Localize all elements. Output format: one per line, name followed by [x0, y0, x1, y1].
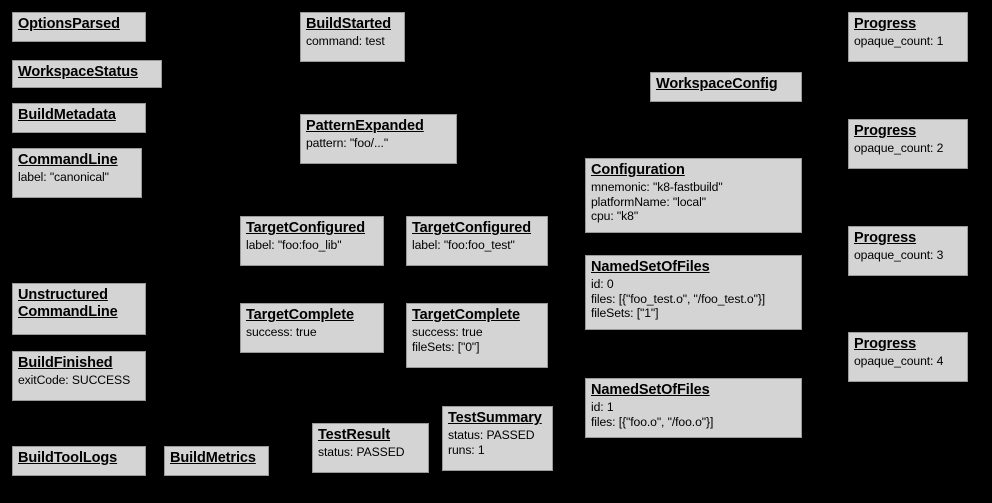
- node-fields: pattern: "foo/...": [306, 136, 451, 150]
- node-title: Progress: [854, 230, 917, 246]
- node-title: BuildMetadata: [18, 107, 116, 123]
- node-field: opaque_count: 2: [854, 141, 944, 156]
- node-field: success: true: [246, 325, 317, 340]
- node-fields: opaque_count: 3: [854, 248, 962, 262]
- node-title: PatternExpanded: [306, 118, 424, 134]
- node-title: WorkspaceStatus: [18, 64, 138, 80]
- node-title: CommandLine: [18, 152, 118, 168]
- node-fields: opaque_count: 1: [854, 34, 962, 48]
- node-title: Unstructured CommandLine: [18, 287, 118, 321]
- node-progress-3[interactable]: Progress opaque_count: 3: [848, 226, 968, 276]
- node-title: NamedSetOfFiles: [591, 382, 710, 398]
- node-fields: label: "foo:foo_test": [412, 238, 542, 252]
- node-title: TargetComplete: [246, 307, 354, 323]
- node-workspace-status[interactable]: WorkspaceStatus: [12, 60, 162, 88]
- node-unstructured-command-line[interactable]: Unstructured CommandLine: [12, 283, 146, 335]
- node-test-result[interactable]: TestResult status: PASSED: [312, 423, 429, 473]
- node-field: opaque_count: 4: [854, 354, 944, 369]
- node-fields: opaque_count: 4: [854, 354, 962, 368]
- node-field: id: 0: [591, 277, 614, 292]
- node-title: TestSummary: [448, 410, 542, 426]
- node-workspace-config[interactable]: WorkspaceConfig: [650, 72, 802, 102]
- node-field: label: "foo:foo_lib": [246, 238, 342, 253]
- node-title: NamedSetOfFiles: [591, 259, 710, 275]
- node-field: opaque_count: 3: [854, 248, 944, 263]
- node-field: pattern: "foo/...": [306, 136, 389, 151]
- node-field: runs: 1: [448, 442, 485, 457]
- node-field: files: [{"foo_test.o", "/foo_test.o"}]: [591, 291, 766, 306]
- node-title: TestResult: [318, 427, 391, 443]
- node-field: mnemonic: "k8-fastbuild": [591, 180, 723, 195]
- node-field: files: [{"foo.o", "/foo.o"}]: [591, 414, 714, 429]
- node-title: BuildMetrics: [170, 450, 256, 466]
- node-build-started[interactable]: BuildStarted command: test: [300, 12, 405, 62]
- node-field: command: test: [306, 34, 385, 49]
- node-fields: exitCode: SUCCESS: [18, 373, 140, 387]
- node-field: id: 1: [591, 400, 614, 415]
- node-fields: mnemonic: "k8-fastbuild"platformName: "l…: [591, 180, 796, 223]
- node-title: BuildStarted: [306, 16, 392, 32]
- node-target-configured-foo-lib[interactable]: TargetConfigured label: "foo:foo_lib": [240, 216, 384, 266]
- node-field: status: PASSED: [318, 445, 405, 460]
- node-title: BuildFinished: [18, 355, 113, 371]
- node-title: WorkspaceConfig: [656, 76, 778, 92]
- node-fields: opaque_count: 2: [854, 141, 962, 155]
- node-fields: label: "canonical": [18, 170, 136, 184]
- node-configuration[interactable]: Configuration mnemonic: "k8-fastbuild"pla…: [585, 158, 802, 233]
- node-title: TargetComplete: [412, 307, 520, 323]
- node-field: success: true: [412, 325, 483, 340]
- node-title: OptionsParsed: [18, 16, 120, 32]
- node-fields: command: test: [306, 34, 399, 48]
- node-title: Progress: [854, 16, 917, 32]
- node-field: fileSets: ["0"]: [412, 339, 480, 354]
- node-field: cpu: "k8": [591, 208, 639, 223]
- node-build-metrics[interactable]: BuildMetrics: [164, 446, 269, 476]
- node-title: Progress: [854, 123, 917, 139]
- node-progress-1[interactable]: Progress opaque_count: 1: [848, 12, 968, 62]
- node-options-parsed[interactable]: OptionsParsed: [12, 12, 146, 42]
- node-target-configured-foo-test[interactable]: TargetConfigured label: "foo:foo_test": [406, 216, 548, 266]
- node-title: BuildToolLogs: [18, 450, 118, 466]
- node-fields: status: PASSED: [318, 445, 423, 459]
- node-field: label: "foo:foo_test": [412, 238, 515, 253]
- node-field: fileSets: ["1"]: [591, 305, 659, 320]
- node-progress-4[interactable]: Progress opaque_count: 4: [848, 332, 968, 382]
- node-title: Progress: [854, 336, 917, 352]
- node-target-complete-foo-lib[interactable]: TargetComplete success: true: [240, 303, 384, 353]
- node-title: TargetConfigured: [246, 220, 365, 236]
- node-build-metadata[interactable]: BuildMetadata: [12, 103, 146, 133]
- node-build-finished[interactable]: BuildFinished exitCode: SUCCESS: [12, 351, 146, 401]
- node-field: platformName: "local": [591, 194, 706, 209]
- node-field: opaque_count: 1: [854, 34, 944, 49]
- node-pattern-expanded[interactable]: PatternExpanded pattern: "foo/...": [300, 114, 457, 164]
- node-title: TargetConfigured: [412, 220, 531, 236]
- node-field: status: PASSED: [448, 428, 535, 443]
- node-progress-2[interactable]: Progress opaque_count: 2: [848, 119, 968, 169]
- node-command-line-canonical[interactable]: CommandLine label: "canonical": [12, 148, 142, 198]
- node-field: exitCode: SUCCESS: [18, 373, 131, 388]
- node-field: label: "canonical": [18, 170, 109, 185]
- node-fields: label: "foo:foo_lib": [246, 238, 378, 252]
- node-fields: success: true: [246, 325, 378, 339]
- node-build-tool-logs[interactable]: BuildToolLogs: [12, 446, 146, 476]
- node-title: Configuration: [591, 162, 685, 178]
